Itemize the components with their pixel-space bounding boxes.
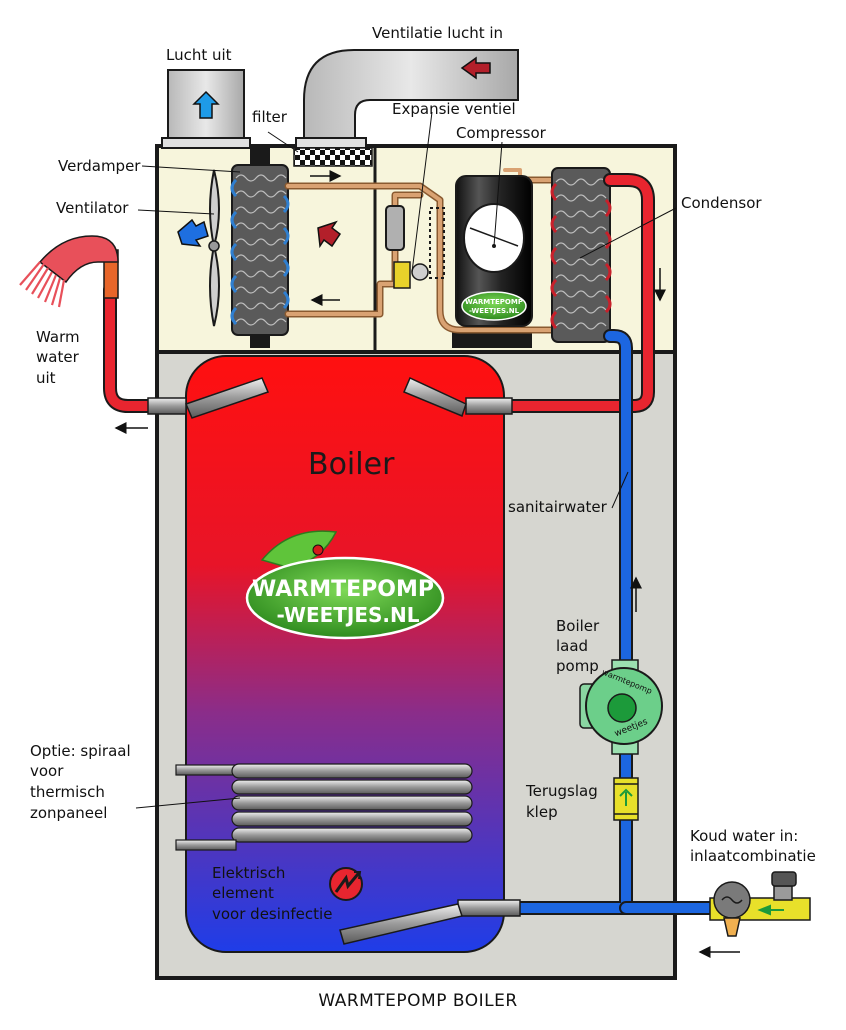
circulation-pump-icon: warmtepomp weetjes: [579, 659, 663, 755]
shower-head-icon: [19, 235, 119, 308]
label-warm-water-2: water: [36, 348, 80, 366]
label-condensor: Condensor: [681, 194, 762, 212]
solar-spiral-coil: [175, 763, 473, 851]
label-warm-water-3: uit: [36, 369, 56, 387]
heating-element-icon: [329, 867, 363, 901]
label-koud-water-2: inlaatcombinatie: [690, 847, 816, 865]
leader-lines: [135, 111, 677, 809]
cold-air-arrow-icon: [177, 218, 209, 247]
compressor: WARMTEPOMP -WEETJES.NL: [455, 175, 533, 327]
label-lucht-uit: Lucht uit: [166, 46, 232, 64]
label-verdamper: Verdamper: [58, 157, 141, 175]
evaporator: [230, 164, 290, 336]
label-terugslag-1: Terugslag: [525, 782, 598, 800]
small-logo-line2: -WEETJES.NL: [469, 307, 520, 315]
label-koud-water-1: Koud water in:: [690, 827, 798, 845]
ventilation-in-duct: [295, 49, 519, 149]
label-filter: filter: [252, 108, 288, 126]
label-ventilatie-in: Ventilatie lucht in: [372, 24, 503, 42]
warm-air-arrow-icon: [317, 220, 342, 249]
label-expansie-ventiel: Expansie ventiel: [392, 100, 516, 118]
logo-line1: WARMTEPOMP: [252, 577, 434, 602]
fan: [208, 169, 220, 327]
label-elektrisch-2: element: [212, 884, 274, 902]
compressor-logo: WARMTEPOMP -WEETJES.NL: [461, 291, 527, 321]
tank-connectors: [147, 376, 521, 945]
compressor-base: [452, 330, 532, 348]
label-pomp-2: laad: [556, 637, 588, 655]
label-ventilator: Ventilator: [56, 199, 129, 217]
logo-line2: -WEETJES.NL: [276, 603, 419, 627]
label-pomp-1: Boiler: [556, 617, 600, 635]
label-spiraal-1: Optie: spiraal: [30, 742, 131, 760]
air-out-arrow-icon: [192, 90, 220, 119]
label-sanitairwater: sanitairwater: [508, 498, 608, 516]
label-spiraal-2: voor: [30, 762, 64, 780]
label-pomp-3: pomp: [556, 657, 599, 675]
air-filter: [293, 147, 373, 167]
label-boiler: Boiler: [308, 447, 395, 482]
hot-gas-coil: [429, 207, 445, 279]
label-elektrisch-1: Elektrisch: [212, 864, 285, 882]
small-logo-line1: WARMTEPOMP: [465, 298, 523, 306]
label-spiraal-3: thermisch: [30, 783, 105, 801]
check-valve-icon: [613, 777, 639, 821]
air-in-arrow-icon: [460, 56, 491, 80]
condenser: [550, 167, 612, 343]
label-terugslag-2: klep: [526, 803, 558, 821]
warmtepomp-weetjes-logo: WARMTEPOMP -WEETJES.NL: [245, 530, 445, 640]
label-compressor: Compressor: [456, 124, 547, 142]
expansion-valve: [385, 205, 429, 289]
air-out-duct: [161, 69, 251, 149]
diagram-title: WARMTEPOMP BOILER: [318, 991, 517, 1011]
boiler-tank: [185, 355, 505, 953]
label-warm-water-1: Warm: [36, 328, 80, 346]
inlet-combination-icon: [709, 871, 811, 937]
label-spiraal-4: zonpaneel: [30, 804, 107, 822]
label-elektrisch-3: voor desinfectie: [212, 905, 332, 923]
